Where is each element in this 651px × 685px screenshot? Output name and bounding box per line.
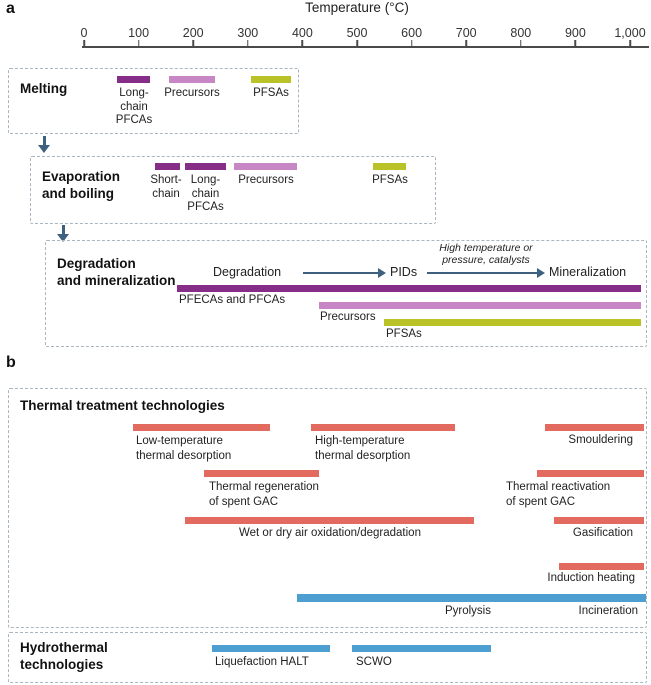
hydrothermal-technologies-box: [8, 632, 647, 683]
panel-b-label: b: [6, 354, 16, 371]
scwo-label: SCWO: [356, 656, 392, 668]
axis-tick-label: 200: [182, 26, 204, 40]
thermal-technologies-box: [8, 388, 647, 628]
thermal-regeneration-gac-label: Thermal regeneration of spent GAC: [209, 481, 319, 508]
melting-pfsas-label: PFSAs: [253, 87, 289, 99]
axis-tick-label: 300: [237, 26, 259, 40]
arrow-down-icon: [38, 136, 51, 153]
hydrothermal-technologies-title: Hydrothermal technologies: [20, 640, 108, 672]
liquefaction-halt-label: Liquefaction HALT: [215, 656, 309, 668]
bar-high-temp-thermal-desorption: [310, 424, 456, 431]
bar-induction-heating: [559, 563, 644, 570]
axis-tick-label: 700: [455, 26, 477, 40]
axis-tick-mark: [192, 40, 194, 46]
axis-tick-label: 900: [564, 26, 586, 40]
bar-smouldering: [545, 424, 644, 431]
incineration-label: Incineration: [578, 605, 638, 617]
axis-tick-mark: [83, 40, 85, 46]
arrow-right-icon: [427, 267, 545, 279]
bar-liquefaction-halt: [212, 645, 330, 652]
bar-scwo: [351, 645, 491, 652]
axis-tick-label: 0: [80, 26, 88, 40]
panel-a-label: a: [6, 0, 15, 17]
bar-degr-precursors: [318, 302, 641, 309]
bar-melting-precursors: [168, 76, 216, 83]
bar-thermal-regeneration-gac: [204, 470, 319, 477]
induction-heating-label: Induction heating: [547, 572, 635, 584]
flow-pids-label: PIDs: [390, 265, 418, 279]
melting-precursors-label: Precursors: [164, 87, 220, 99]
temperature-axis: 0 100 200 300 400 500 600 700 800 900 1,000: [0, 26, 651, 50]
thermal-technologies-title: Thermal treatment technologies: [20, 398, 225, 413]
axis-tick-mark: [247, 40, 249, 46]
bar-degr-pfecas-pfcas: [176, 285, 641, 292]
evap-precursors-label: Precursors: [238, 174, 294, 186]
bar-evap-long-chain-pfcas: [185, 163, 226, 170]
axis-title: Temperature (°C): [305, 0, 409, 15]
axis-tick-mark: [520, 40, 522, 46]
axis-tick-mark: [629, 40, 631, 46]
arrow-down-icon: [57, 225, 70, 242]
low-temp-thermal-desorption-label: Low-temperature thermal desorption: [136, 435, 232, 462]
degr-precursors-label: Precursors: [320, 311, 376, 323]
degr-pfecas-pfcas-label: PFECAs and PFCAs: [179, 294, 286, 306]
flow-mineralization-label: Mineralization: [549, 265, 627, 279]
arrow-shaft: [43, 136, 46, 146]
evap-long-chain-pfcas-label: Long- chain PFCAs: [187, 174, 224, 213]
axis-tick-label: 600: [401, 26, 423, 40]
axis-line: [82, 46, 649, 48]
bar-evap-precursors: [234, 163, 297, 170]
evaporation-title: Evaporation and boiling: [42, 169, 121, 201]
high-temp-thermal-desorption-label: High-temperature thermal desorption: [315, 435, 411, 462]
thermal-reactivation-gac-label: Thermal reactivation of spent GAC: [506, 481, 611, 508]
arrow-shaft: [62, 225, 65, 235]
bar-degr-pfsas: [384, 319, 641, 326]
axis-tick-mark: [356, 40, 358, 46]
degr-pfsas-label: PFSAs: [386, 328, 422, 340]
evap-pfsas-label: PFSAs: [372, 174, 408, 186]
melting-long-chain-pfcas-label: Long- chain PFCAs: [115, 87, 153, 126]
arrow-head: [38, 145, 50, 153]
gasification-label: Gasification: [572, 527, 633, 539]
axis-tick-label: 500: [346, 26, 368, 40]
axis-tick-mark: [465, 40, 467, 46]
flow-condition-text: High temperature or pressure, catalysts: [439, 242, 533, 266]
degradation-box: [45, 240, 647, 347]
axis-tick-label: 400: [291, 26, 313, 40]
arrow-head: [57, 234, 69, 242]
axis-tick-mark: [301, 40, 304, 46]
arrow-right-icon: [303, 267, 386, 279]
pyrolysis-label: Pyrolysis: [444, 605, 491, 617]
axis-tick-label: 1,000: [614, 26, 646, 40]
wet-dry-air-oxidation-label: Wet or dry air oxidation/degradation: [239, 527, 421, 539]
flow-degradation-label: Degradation: [213, 265, 282, 279]
axis-tick-label: 100: [128, 26, 150, 40]
bar-low-temp-thermal-desorption: [133, 424, 270, 431]
bar-pyrolysis-incineration: [296, 594, 647, 602]
bar-gasification: [553, 517, 644, 524]
bar-thermal-reactivation-gac: [537, 470, 644, 477]
bar-evap-short-chain: [154, 163, 180, 170]
bar-wet-dry-air-oxidation: [185, 517, 475, 524]
bar-evap-pfsas: [373, 163, 407, 170]
smouldering-label: Smouldering: [568, 434, 633, 446]
melting-title: Melting: [20, 81, 68, 96]
bar-melting-pfsas: [250, 76, 292, 83]
bar-melting-long-chain-pfcas: [116, 76, 150, 83]
evaporation-box: [30, 156, 436, 224]
axis-tick-mark: [137, 40, 140, 46]
axis-tick-mark: [410, 40, 413, 46]
evap-short-chain-label: Short- chain: [150, 174, 182, 200]
axis-tick-label: 800: [510, 26, 532, 40]
axis-tick-mark: [574, 40, 577, 46]
melting-box: [8, 68, 299, 134]
degradation-title: Degradation and mineralization: [57, 256, 176, 288]
